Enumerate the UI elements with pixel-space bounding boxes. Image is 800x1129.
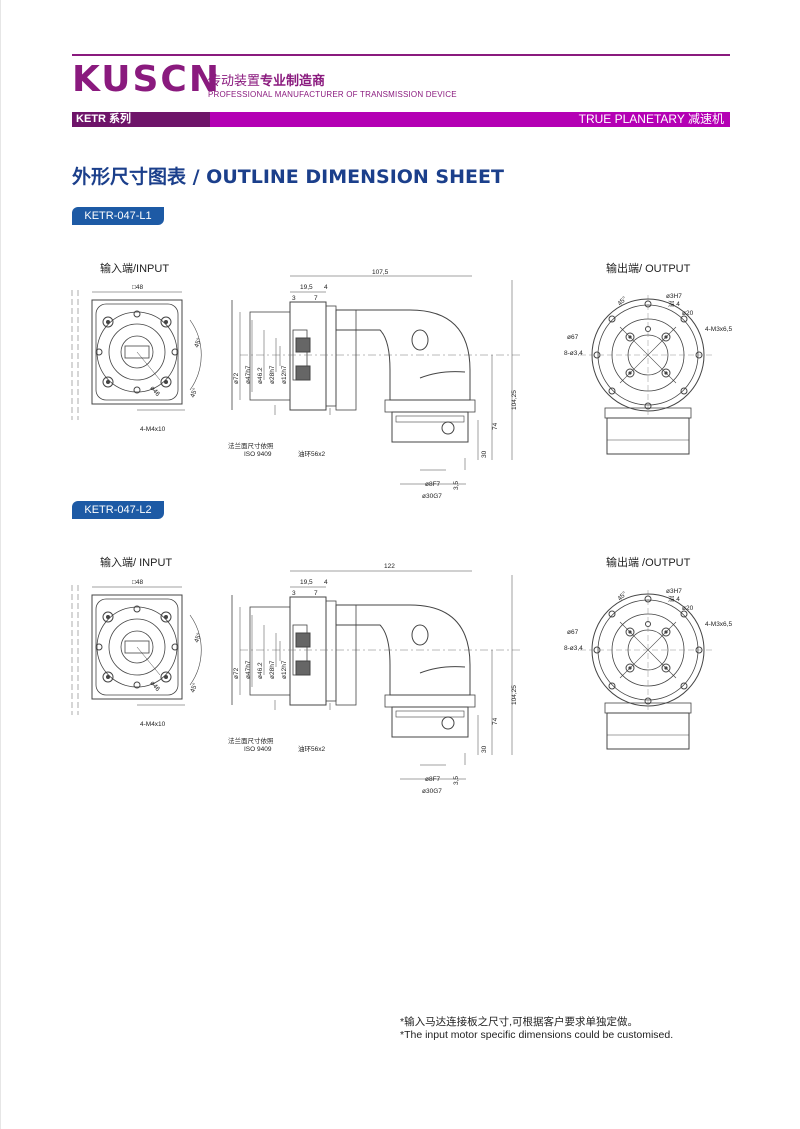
tagline-cn-normal: 传动装置 <box>208 74 261 89</box>
out-thread-l2: 4-M3x6,5 <box>705 621 732 628</box>
dim-len-total-l1: 107,5 <box>372 269 389 276</box>
out-d20-l1: ø20 <box>682 310 694 317</box>
dim-h-key-l2: 3,5 <box>453 776 460 785</box>
dim-len-a-l1: 19,5 <box>300 284 313 291</box>
dim-len-d-l2: 7 <box>314 590 318 597</box>
dim-len-a-l2: 19,5 <box>300 579 313 586</box>
dim-d12-l2: ø12h7 <box>281 660 288 679</box>
footnote-en: *The input motor specific dimensions cou… <box>400 1029 674 1041</box>
dim-angle-b-l2: 45° <box>188 681 199 693</box>
dim-pcd-l2: ø46 <box>148 680 161 693</box>
output-view-l2 <box>579 589 713 750</box>
input-label-l2: 输入端/ INPUT <box>100 557 173 569</box>
dim-d47-l2: ø47h7 <box>245 660 252 679</box>
output-label-l2: 输出端 /OUTPUT <box>606 557 691 569</box>
dim-d47-l1: ø47h7 <box>245 365 252 384</box>
out-thread-l1: 4-M3x6,5 <box>705 326 732 333</box>
dim-angle-b-l1: 45° <box>188 386 199 398</box>
out-pin-l1: ø3H7 <box>666 293 682 300</box>
dim-len-total-l2: 122 <box>384 563 395 570</box>
note-flange-2-l1: ISO 9409 <box>244 451 272 458</box>
header-top-rule <box>72 54 730 56</box>
dim-d12-l1: ø12h7 <box>281 365 288 384</box>
output-label-l1: 输出端/ OUTPUT <box>606 263 691 275</box>
dim-d46-l2: ø46.2 <box>257 662 264 679</box>
dim-d72-l1: ø72 <box>233 372 240 384</box>
dim-h-total-l1: 104,25 <box>511 390 518 410</box>
dim-len-c-l2: 3 <box>292 590 296 597</box>
dim-h-low-l1: 30 <box>481 450 488 458</box>
out-pin-depth-l2: 深 4 <box>668 594 680 603</box>
dim-square-l2: □48 <box>132 579 144 586</box>
dim-pcd-l1: ø46 <box>148 385 161 398</box>
tagline-cn: 传动装置专业制造商 <box>208 70 325 89</box>
dim-shaft-l2: ø8F7 <box>425 776 441 783</box>
dim-h-total-l2: 104,25 <box>511 685 518 705</box>
page-edge <box>0 0 1 1129</box>
model-badge-l1: KETR-047-L1 <box>72 207 164 225</box>
dim-h-key-l1: 3,5 <box>453 481 460 490</box>
header-band <box>72 112 730 127</box>
dim-len-c-l1: 3 <box>292 295 296 302</box>
note-seal-l2: 油环56x2 <box>298 744 325 753</box>
dim-h-mid-l1: 74 <box>492 422 499 430</box>
output-view-l1 <box>579 294 713 455</box>
tagline-cn-bold: 专业制造商 <box>260 74 326 89</box>
dim-shaft-base-l1: ø30G7 <box>422 493 442 500</box>
dim-len-b-l1: 4 <box>324 284 328 291</box>
out-d67-l2: ø67 <box>567 629 579 636</box>
dim-d28-l2: ø28h7 <box>269 660 276 679</box>
dim-h-mid-l2: 74 <box>492 717 499 725</box>
brand-logo: KUSCN <box>72 59 221 100</box>
input-view-l1 <box>71 289 202 421</box>
drawing-set-l2 <box>71 570 713 780</box>
dim-angle-a-l1: 45° <box>192 336 203 348</box>
dim-bolt-l2: 4-M4x10 <box>140 721 166 728</box>
note-seal-l1: 油环56x2 <box>298 449 325 458</box>
input-label-l1: 输入端/INPUT <box>100 263 170 275</box>
model-badge-l2: KETR-047-L2 <box>72 501 164 519</box>
out-pin-l2: ø3H7 <box>666 588 682 595</box>
out-pin-depth-l1: 深 4 <box>668 299 680 308</box>
input-view-l2 <box>71 584 202 716</box>
footnote-cn: *输入马达连接板之尺寸,可根据客户要求单独定做。 <box>400 1016 639 1028</box>
dim-angle-a-l2: 45° <box>192 631 203 643</box>
dim-bolt-l1: 4-M4x10 <box>140 426 166 433</box>
product-type-label: TRUE PLANETARY 减速机 <box>578 112 724 126</box>
dim-shaft-base-l2: ø30G7 <box>422 788 442 795</box>
out-angle-l2: 45° <box>616 590 629 603</box>
dim-d72-l2: ø72 <box>233 667 240 679</box>
out-holes-l2: 8-ø3,4 <box>564 645 583 652</box>
dim-len-b-l2: 4 <box>324 579 328 586</box>
page-title: 外形尺寸图表 / OUTLINE DIMENSION SHEET <box>72 166 504 188</box>
note-flange-1-l2: 法兰面尺寸依照 <box>228 736 274 745</box>
note-flange-2-l2: ISO 9409 <box>244 746 272 753</box>
out-d67-l1: ø67 <box>567 334 579 341</box>
tagline-en: PROFESSIONAL MANUFACTURER OF TRANSMISSIO… <box>208 90 457 99</box>
dim-shaft-l1: ø8F7 <box>425 481 441 488</box>
drawing-set-l1 <box>71 275 713 485</box>
out-d20-l2: ø20 <box>682 605 694 612</box>
dim-square-l1: □48 <box>132 284 144 291</box>
out-holes-l1: 8-ø3,4 <box>564 350 583 357</box>
footnote: *输入马达连接板之尺寸,可根据客户要求单独定做。 *The input moto… <box>400 1016 673 1042</box>
series-label: KETR 系列 <box>76 113 131 125</box>
note-flange-1-l1: 法兰面尺寸依照 <box>228 441 274 450</box>
out-angle-l1: 45° <box>616 295 629 308</box>
dim-d28-l1: ø28h7 <box>269 365 276 384</box>
header-band-series-block <box>72 112 210 127</box>
dim-h-low-l2: 30 <box>481 745 488 753</box>
dim-d46-l1: ø46.2 <box>257 367 264 384</box>
dim-len-d-l1: 7 <box>314 295 318 302</box>
